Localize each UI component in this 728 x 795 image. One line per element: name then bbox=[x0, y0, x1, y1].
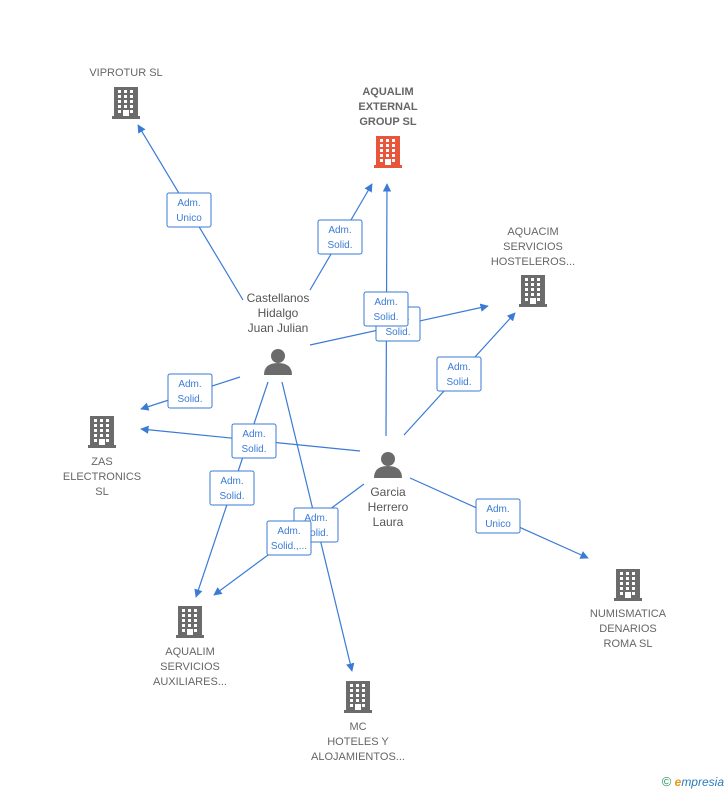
company-label: ELECTRONICS bbox=[63, 471, 141, 483]
edge-label-box bbox=[436, 356, 482, 392]
company-label: DENARIOS bbox=[599, 623, 656, 635]
edge-label-text: Solid. bbox=[446, 377, 471, 388]
person-label: Garcia bbox=[370, 485, 406, 499]
building-icon bbox=[88, 416, 116, 448]
brand-name: mpresia bbox=[681, 775, 724, 789]
person-label: Hidalgo bbox=[258, 306, 299, 320]
company-node-aqualim-external[interactable]: AQUALIM EXTERNAL GROUP SL bbox=[358, 86, 418, 168]
company-label: HOTELES Y bbox=[327, 736, 389, 748]
edge-label-box bbox=[475, 498, 521, 534]
edge-label-box bbox=[166, 192, 212, 228]
company-node-viprotur[interactable]: VIPROTUR SL bbox=[89, 67, 163, 119]
edge-labels-layer: Adm.UnicoAdm.Solid.Adm.Solid.Adm.Solid.A… bbox=[166, 192, 521, 556]
edge-label[interactable]: Adm. Solid.,... bbox=[266, 520, 312, 556]
building-icon bbox=[344, 681, 372, 713]
edge-label-box bbox=[167, 373, 213, 409]
company-label: AQUALIM bbox=[165, 646, 215, 658]
edge-label-text: Solid. bbox=[303, 528, 328, 539]
edge-label-text: Adm. bbox=[486, 504, 509, 515]
edge-label-text: Solid. bbox=[177, 394, 202, 405]
edge-label[interactable]: Adm. Solid. bbox=[209, 470, 255, 506]
company-label: ZAS bbox=[91, 456, 112, 468]
company-label: EXTERNAL bbox=[358, 101, 418, 113]
company-node-zas[interactable]: ZAS ELECTRONICS SL bbox=[63, 416, 141, 498]
edge-label-text: Adm. bbox=[178, 379, 201, 390]
edge-label[interactable]: Adm. Solid. bbox=[363, 291, 409, 327]
company-node-mc-hoteles[interactable]: MC HOTELES Y ALOJAMIENTOS... bbox=[311, 681, 405, 763]
person-label: Castellanos bbox=[247, 291, 310, 305]
edge-label-text: Solid. bbox=[241, 444, 266, 455]
edge-label-box bbox=[209, 470, 255, 506]
edge-label-text: Unico bbox=[176, 213, 202, 224]
edge-label-text: Solid.,... bbox=[271, 541, 307, 552]
company-label: AQUACIM bbox=[507, 226, 558, 238]
edge-label-text: Adm. bbox=[277, 526, 300, 537]
edge-label-text: Adm. bbox=[220, 476, 243, 487]
company-label: ALOJAMIENTOS... bbox=[311, 751, 405, 763]
footer-brand[interactable]: © empresia bbox=[662, 774, 724, 789]
edge-label-text: Adm. bbox=[177, 198, 200, 209]
person-label: Juan Julian bbox=[248, 321, 309, 335]
building-icon bbox=[112, 87, 140, 119]
edge-label-box bbox=[363, 291, 409, 327]
company-label: AUXILIARES... bbox=[153, 676, 227, 688]
edge-label[interactable]: Adm. Unico bbox=[475, 498, 521, 534]
person-label: Herrero bbox=[368, 500, 409, 514]
company-label: SERVICIOS bbox=[503, 241, 563, 253]
company-node-aqualim-servicios[interactable]: AQUALIM SERVICIOS AUXILIARES... bbox=[153, 606, 227, 688]
building-icon bbox=[519, 275, 547, 307]
company-label: NUMISMATICA bbox=[590, 608, 667, 620]
company-label: HOSTELEROS... bbox=[491, 256, 575, 268]
edge-label[interactable]: Adm. Solid. bbox=[167, 373, 213, 409]
company-label: SL bbox=[95, 486, 108, 498]
edge-label-text: Adm. bbox=[328, 225, 351, 236]
building-icon bbox=[374, 136, 402, 168]
company-label: ROMA SL bbox=[604, 638, 653, 650]
company-label: SERVICIOS bbox=[160, 661, 220, 673]
edge-label-box bbox=[266, 520, 312, 556]
edge-label-text: Adm. bbox=[242, 429, 265, 440]
brand-initial: e bbox=[674, 775, 682, 789]
edge-label-text: Solid. bbox=[219, 491, 244, 502]
person-icon bbox=[374, 452, 402, 478]
building-icon bbox=[176, 606, 204, 638]
company-label: MC bbox=[349, 721, 366, 733]
edge-label-text: Adm. bbox=[447, 362, 470, 373]
company-label: GROUP SL bbox=[359, 116, 417, 128]
building-icon bbox=[614, 569, 642, 601]
edge-label[interactable]: Adm. Solid. bbox=[436, 356, 482, 392]
edge-label[interactable]: Adm. Unico bbox=[166, 192, 212, 228]
company-node-aquacim[interactable]: AQUACIM SERVICIOS HOSTELEROS... bbox=[491, 226, 575, 307]
person-label: Laura bbox=[373, 515, 404, 529]
copyright-icon: © bbox=[661, 774, 672, 789]
company-node-numismatica[interactable]: NUMISMATICA DENARIOS ROMA SL bbox=[590, 569, 667, 650]
edge-label-box bbox=[231, 423, 277, 459]
edge-label[interactable]: Adm. Solid. bbox=[231, 423, 277, 459]
nodes-layer: VIPROTUR SL AQUALIM EXTERNAL GROUP SL AQUACI… bbox=[63, 67, 667, 763]
company-label: VIPROTUR SL bbox=[89, 67, 162, 79]
company-label: AQUALIM bbox=[362, 86, 413, 98]
edge-label-text: Solid. bbox=[327, 240, 352, 251]
edge-label-box bbox=[317, 219, 363, 255]
edge-label-text: Adm. bbox=[374, 297, 397, 308]
edge-label-text: Adm. bbox=[304, 513, 327, 524]
edge-label-text: Solid. bbox=[373, 312, 398, 323]
edge-label-text: Solid. bbox=[385, 327, 410, 338]
edge-label-text: Unico bbox=[485, 519, 511, 530]
edge-label[interactable]: Adm. Solid. bbox=[317, 219, 363, 255]
person-icon bbox=[264, 349, 292, 375]
